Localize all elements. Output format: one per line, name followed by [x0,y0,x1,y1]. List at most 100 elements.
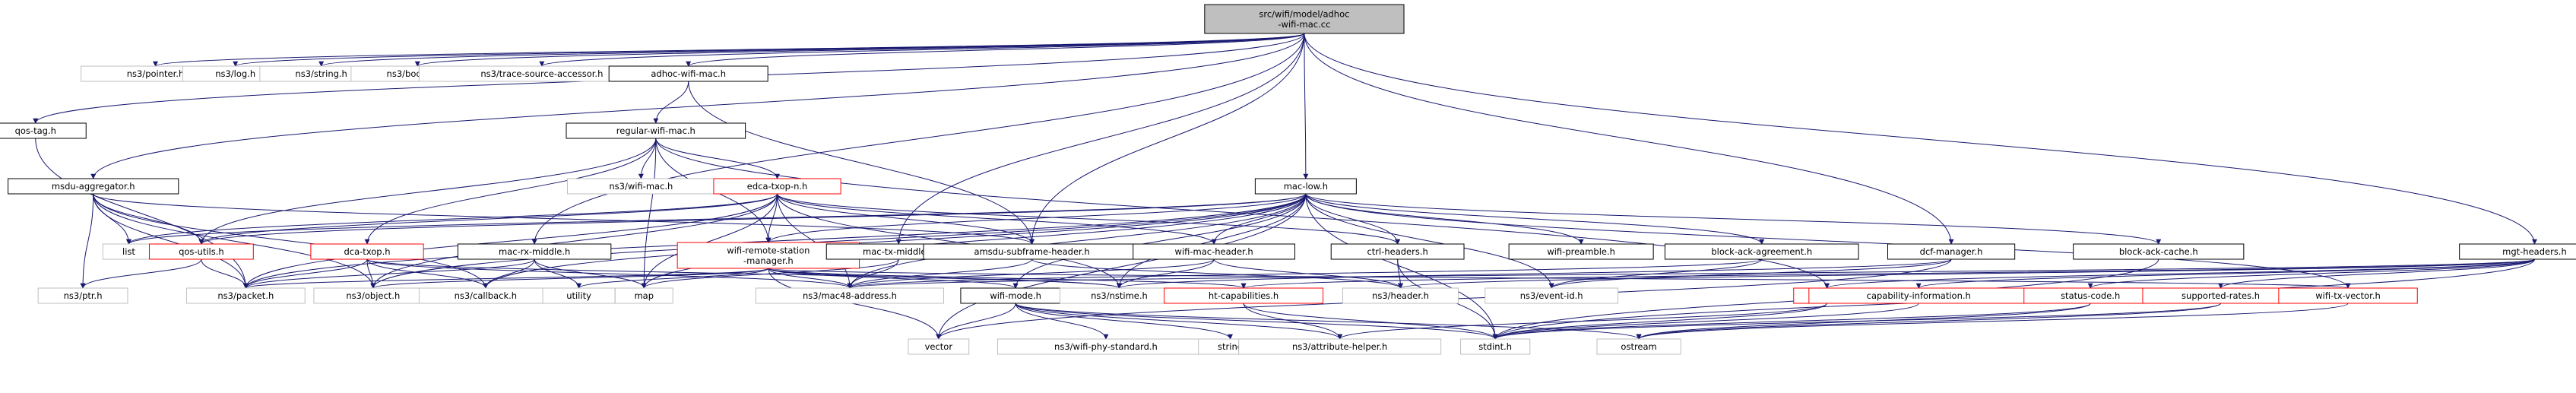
node-label-preamble: wifi-preamble.h [1547,246,1615,257]
edge-regular-to-edca [655,138,781,179]
node-suprates[interactable]: supported-rates.h [2142,287,2299,304]
edge-maclow-to-object [370,193,1307,289]
edge-root-to-mactx [895,33,1305,245]
node-nsheader: ns3/header.h [1342,287,1459,304]
node-label-root: src/wifi/model/adhoc-wifi-mac.cc [1259,8,1349,30]
node-eventid: ns3/event-id.h [1484,287,1619,304]
edge-maclow-to-ctrl [1305,193,1401,245]
node-adhoc[interactable]: adhoc-wifi-mac.h [608,65,768,82]
edge-maclow-to-wifimode [1012,193,1307,289]
edge-regular-to-qosutils [198,138,657,245]
node-qosutils[interactable]: qos-utils.h [148,243,254,260]
edge-ssid-to-stdint [1492,303,1827,340]
edge-edca-to-amsdu [777,193,1035,245]
node-regular[interactable]: regular-wifi-mac.h [566,122,746,139]
node-box-nsheader [1342,287,1459,304]
edge-dcatxop-to-mac48 [366,258,853,289]
node-maclow[interactable]: mac-low.h [1254,178,1357,195]
edge-txvector-to-ostream [1636,303,2349,340]
node-attrhelper: ns3/attribute-helper.h [1238,338,1442,355]
node-amsdu[interactable]: amsdu-subframe-header.h [923,243,1141,260]
edge-mgt-to-status [2087,258,2535,289]
edge-htcap-to-attrhelper [1243,303,1343,340]
node-label-object: ns3/object.h [346,290,400,301]
node-object: ns3/object.h [313,287,433,304]
node-macrx[interactable]: mac-rx-middle.h [457,243,612,260]
node-box-txvector [2278,287,2418,304]
node-box-qosutils [148,243,254,260]
edge-root-to-boolean [415,33,1305,67]
node-box-htcap [1164,287,1324,304]
node-label-list: list [122,246,135,257]
node-label-stdint: stdint.h [1478,341,1512,352]
edges-layer [33,33,2537,340]
node-msdu[interactable]: msdu-aggregator.h [8,178,179,195]
node-box-regular [566,122,746,139]
node-box-mac48 [755,287,944,304]
node-box-adhoc [608,65,768,82]
node-label-mac48: ns3/mac48-address.h [803,290,897,301]
edge-maclow-to-nstime [1116,193,1307,289]
edge-maclow-to-bacache [1305,193,2162,245]
node-capinfo[interactable]: capability-information.h [1808,287,2029,304]
edge-qosutils-to-ptr [80,258,202,289]
node-box-qostag [0,122,87,139]
edge-msdu-to-ptr [80,193,94,289]
node-stdint: stdint.h [1460,338,1531,355]
node-mgt[interactable]: mgt-headers.h [2459,243,2576,260]
node-label-capinfo: capability-information.h [1867,290,1971,301]
node-status[interactable]: status-code.h [2023,287,2158,304]
node-dcfm[interactable]: dcf-manager.h [1887,243,2016,260]
node-label-trace: ns3/trace-source-accessor.h [480,68,603,79]
node-box-dcatxop [310,243,424,260]
edge-capinfo-to-stdint [1492,303,1919,340]
node-label-status: status-code.h [2061,290,2120,301]
node-vector: vector [908,338,970,355]
node-box-preamble [1508,243,1654,260]
edge-maclow-to-packet [242,193,1307,289]
edge-wrsm-to-packet [243,268,769,289]
edge-root-to-mgt [1304,33,2537,245]
node-htcap[interactable]: ht-capabilities.h [1164,287,1324,304]
node-preamble[interactable]: wifi-preamble.h [1508,243,1654,260]
node-ctrl[interactable]: ctrl-headers.h [1330,243,1465,260]
edge-htcap-to-stdint [1243,303,1498,340]
edge-maclow-to-eventid [1305,193,1554,289]
node-baa[interactable]: block-ack-agreement.h [1664,243,1859,260]
node-dcatxop[interactable]: dca-txop.h [310,243,424,260]
node-wifimode[interactable]: wifi-mode.h [960,287,1071,304]
edge-maclow-to-qosutils [198,193,1307,245]
node-label-string: string [1218,341,1243,352]
node-label-physstd: ns3/wifi-phy-standard.h [1054,341,1158,352]
edge-root-to-macrx [531,33,1305,245]
edge-edca-to-mac48 [777,193,853,289]
edge-mgt-to-capinfo [1915,258,2535,289]
edge-edca-to-wmh [777,193,1217,245]
edge-mgt-to-ssid [1824,258,2535,289]
edge-wrsm-to-utility [576,268,769,289]
node-bacache[interactable]: block-ack-cache.h [2073,243,2245,260]
node-box-baa [1664,243,1859,260]
node-label-attrhelper: ns3/attribute-helper.h [1292,341,1387,352]
node-txvector[interactable]: wifi-tx-vector.h [2278,287,2418,304]
node-edca[interactable]: edca-txop-n.h [713,178,841,195]
node-label-dcatxop: dca-txop.h [344,246,390,257]
node-label-callback: ns3/callback.h [455,290,518,301]
edge-wrsm-to-object [370,268,769,289]
node-wmh[interactable]: wifi-mac-header.h [1133,243,1296,260]
node-root[interactable]: src/wifi/model/adhoc-wifi-mac.cc [1204,4,1405,34]
node-box-msdu [8,178,179,195]
node-box-macrx [457,243,612,260]
node-qostag[interactable]: qos-tag.h [0,122,87,139]
edge-root-to-trace [539,33,1305,67]
node-label-ptr: ns3/ptr.h [64,290,103,301]
node-box-wmh [1133,243,1296,260]
node-label-pointer: ns3/pointer.h [127,68,185,79]
node-label-eventid: ns3/event-id.h [1520,290,1583,301]
node-label-wmh: wifi-mac-header.h [1175,246,1253,257]
node-label-nswifimac: ns3/wifi-mac.h [609,181,673,192]
node-label-wrsm: wifi-remote-station-manager.h [727,245,810,266]
node-box-eventid [1484,287,1619,304]
edge-dcatxop-to-packet [242,258,368,289]
edge-msdu-to-callback [93,193,489,289]
